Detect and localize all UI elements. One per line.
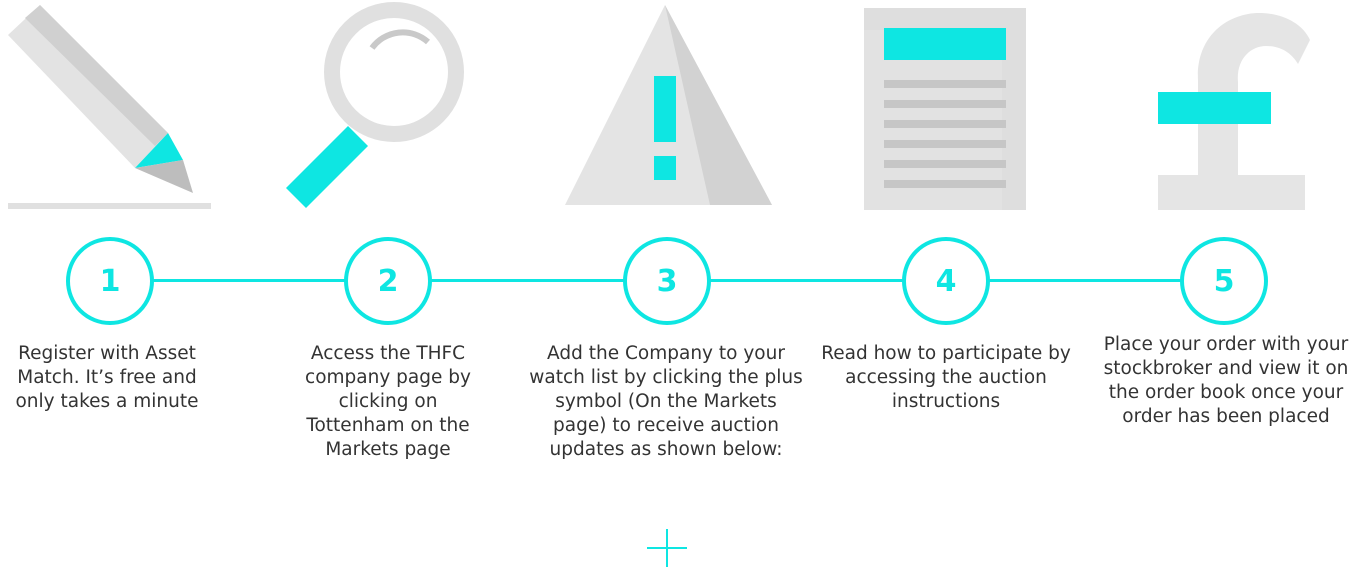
step-4-text: Read how to participate by accessing the… [821, 343, 1071, 412]
step-5-text: Place your order with your stockbroker a… [1103, 334, 1349, 427]
step-5-number: 5 [1213, 263, 1235, 299]
magnifier-icon [280, 0, 480, 215]
step-2-text: Access the THFC company page by clicking… [305, 343, 471, 460]
step-4-number: 4 [935, 263, 957, 299]
step-5-circle: 5 [1180, 237, 1268, 325]
step-1-number: 1 [99, 263, 121, 299]
step-1-text: Register with Asset Match. It’s free and… [15, 343, 199, 412]
step-timeline: 1 2 3 4 5 [0, 235, 1349, 325]
step-3-text: Add the Company to your watch list by cl… [529, 343, 803, 460]
step-2-circle: 2 [344, 237, 432, 325]
step-4-circle: 4 [902, 237, 990, 325]
plus-icon [645, 527, 689, 567]
step-3-number: 3 [656, 263, 678, 299]
document-icon [862, 0, 1030, 215]
step-3-circle: 3 [623, 237, 711, 325]
warning-icon [560, 0, 780, 215]
pencil-icon [0, 0, 215, 215]
pound-icon [1150, 0, 1349, 215]
step-2-number: 2 [377, 263, 399, 299]
step-1-circle: 1 [66, 237, 154, 325]
